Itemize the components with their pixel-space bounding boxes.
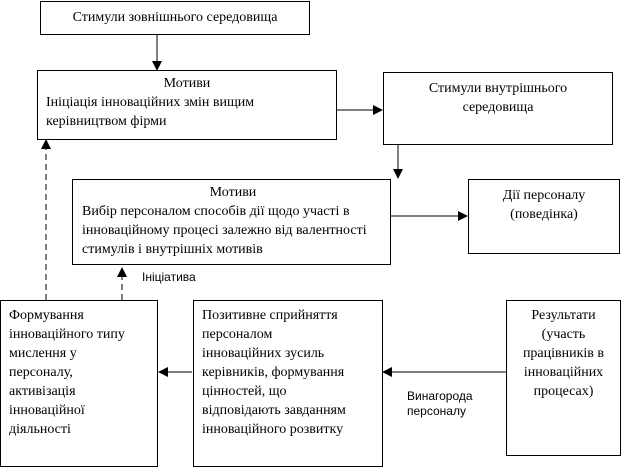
label-reward-line2: персоналу — [407, 404, 466, 418]
box-motives-top: Мотиви Ініціація інноваційних змін вищим… — [37, 70, 337, 140]
results-line: (участь — [541, 327, 586, 342]
positive-line: персоналом — [202, 327, 273, 342]
formation-line: мислення у — [9, 346, 77, 361]
internal-stimuli-line2: середовища — [462, 100, 534, 115]
box-motives-middle: Мотиви Вибір персоналом способів дії щод… — [72, 179, 391, 265]
positive-line: інноваційних зусиль — [202, 346, 325, 361]
formation-line: діяльності — [9, 422, 71, 437]
results-line: працівників в — [522, 346, 605, 361]
results-line: Результати — [531, 308, 596, 323]
positive-line: керівників, формування — [202, 365, 345, 380]
external-stimuli-text: Стимули зовнішнього середовища — [72, 10, 278, 25]
label-reward-line1: Винагорода — [407, 389, 473, 403]
box-positive-perception: Позитивне сприйняття персоналом інноваці… — [193, 300, 383, 467]
formation-line: Формування — [9, 308, 84, 323]
box-personnel-actions: Дії персоналу (поведінка) — [468, 179, 620, 254]
positive-line: Позитивне сприйняття — [202, 308, 338, 323]
box-formation: Формування інноваційного типу мислення у… — [0, 300, 158, 467]
label-initiative: Ініціатива — [142, 270, 196, 284]
actions-line2: (поведінка) — [510, 207, 578, 222]
box-results: Результати (участь працівників в інновац… — [506, 300, 621, 456]
motives-middle-line3: стимулів і внутрішніх мотивів — [82, 242, 263, 257]
motives-middle-title: Мотиви — [209, 185, 257, 200]
formation-line: персоналу, — [9, 365, 73, 380]
motives-top-line1: Ініціація інноваційних змін вищим — [46, 95, 255, 110]
positive-line: цінностей, що — [202, 384, 287, 399]
positive-line: інноваційного розвитку — [202, 422, 344, 437]
formation-line: інноваційної — [9, 403, 85, 418]
formation-line: інноваційного типу — [9, 327, 125, 342]
motives-middle-line1: Вибір персоналом способів дії щодо участ… — [82, 204, 350, 219]
positive-line: відповідають завданням — [202, 403, 346, 418]
motives-top-title: Мотиви — [163, 76, 211, 91]
actions-line1: Дії персоналу — [502, 188, 586, 203]
results-line: інноваційних — [523, 365, 604, 380]
internal-stimuli-line1: Стимули внутрішнього — [428, 81, 568, 96]
box-external-stimuli: Стимули зовнішнього середовища — [40, 1, 310, 35]
box-internal-stimuli: Стимули внутрішнього середовища — [383, 72, 613, 145]
formation-line: активізація — [9, 384, 76, 399]
motives-top-line2: керівництвом фірми — [46, 114, 167, 129]
results-line: процесах) — [533, 384, 594, 399]
motives-middle-line2: інноваційному процесі залежно від валент… — [82, 223, 367, 238]
